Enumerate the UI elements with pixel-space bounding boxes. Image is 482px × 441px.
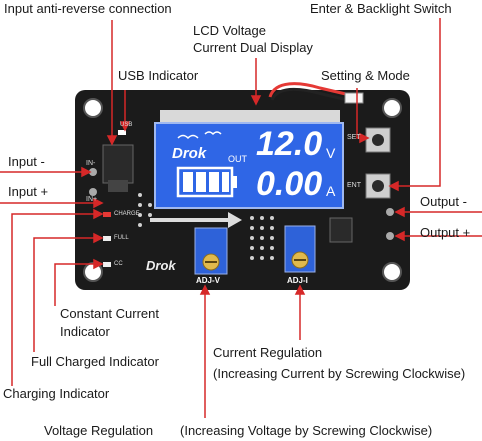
label-constant-current-1: Constant Current (60, 306, 159, 321)
lcd-out-label: OUT (228, 154, 247, 164)
label-voltage-regulation: Voltage Regulation (44, 423, 154, 438)
label-current-regulation-1: Current Regulation (213, 345, 323, 360)
full-led (103, 236, 111, 241)
cc-led (103, 262, 111, 267)
usb-led (118, 130, 126, 135)
silk-in-plus: IN+ (86, 196, 98, 203)
label-output-minus: Output - (420, 194, 467, 209)
label-full-charged: Full Charged Indicator (31, 354, 159, 369)
pad-grid (138, 193, 274, 260)
pot-adj-v (194, 227, 228, 275)
silk-charge: CHARGE (114, 211, 140, 217)
backlight-wires (268, 82, 364, 104)
silk-cc: CC (114, 261, 123, 267)
label-enter-backlight: Enter & Backlight Switch (310, 1, 452, 16)
silk-adj-i: ADJ-I (287, 276, 308, 285)
anti-reverse-chip (102, 144, 134, 184)
silk-full: FULL (114, 235, 129, 241)
label-lcd-line1: LCD Voltage (193, 23, 266, 38)
callout-lines (0, 18, 482, 418)
button-ent (365, 173, 391, 199)
label-current-regulation-2: (Increasing Current by Screwing Clockwis… (213, 366, 466, 381)
silk-usb: USB (120, 122, 133, 128)
label-voltage-regulation-note: (Increasing Voltage by Screwing Clockwis… (180, 423, 433, 438)
bird-logo-icon (177, 134, 199, 140)
button-set (365, 127, 391, 153)
arrow-graphic-icon (150, 212, 242, 228)
board-brand-silk: Drok (146, 258, 176, 273)
silk-set: SET (347, 134, 361, 141)
label-charging: Charging Indicator (3, 386, 110, 401)
charge-led (103, 212, 111, 217)
lcd-screen (154, 122, 344, 209)
label-usb-indicator: USB Indicator (118, 68, 199, 83)
silk-ent: ENT (347, 182, 361, 189)
label-input-anti-reverse: Input anti-reverse connection (4, 1, 172, 16)
lcd-voltage-value: 12.0 (256, 125, 323, 163)
pot-adj-i (284, 225, 316, 273)
lcd-current-unit: A (326, 183, 336, 199)
lcd-connector (160, 110, 340, 122)
silk-in-minus: IN- (86, 160, 96, 167)
silk-adj-v: ADJ-V (196, 276, 221, 285)
label-setting-mode: Setting & Mode (321, 68, 410, 83)
ic-chip (329, 217, 353, 243)
lcd-current-value: 0.00 (256, 165, 323, 203)
label-output-plus: Output + (420, 225, 471, 240)
label-constant-current-2: Indicator (60, 324, 110, 339)
label-lcd-line2: Current Dual Display (193, 40, 313, 55)
lcd-brand: Drok (172, 145, 207, 162)
lcd-voltage-unit: V (326, 145, 336, 161)
label-input-minus: Input - (8, 154, 45, 169)
label-input-plus: Input + (8, 184, 49, 199)
